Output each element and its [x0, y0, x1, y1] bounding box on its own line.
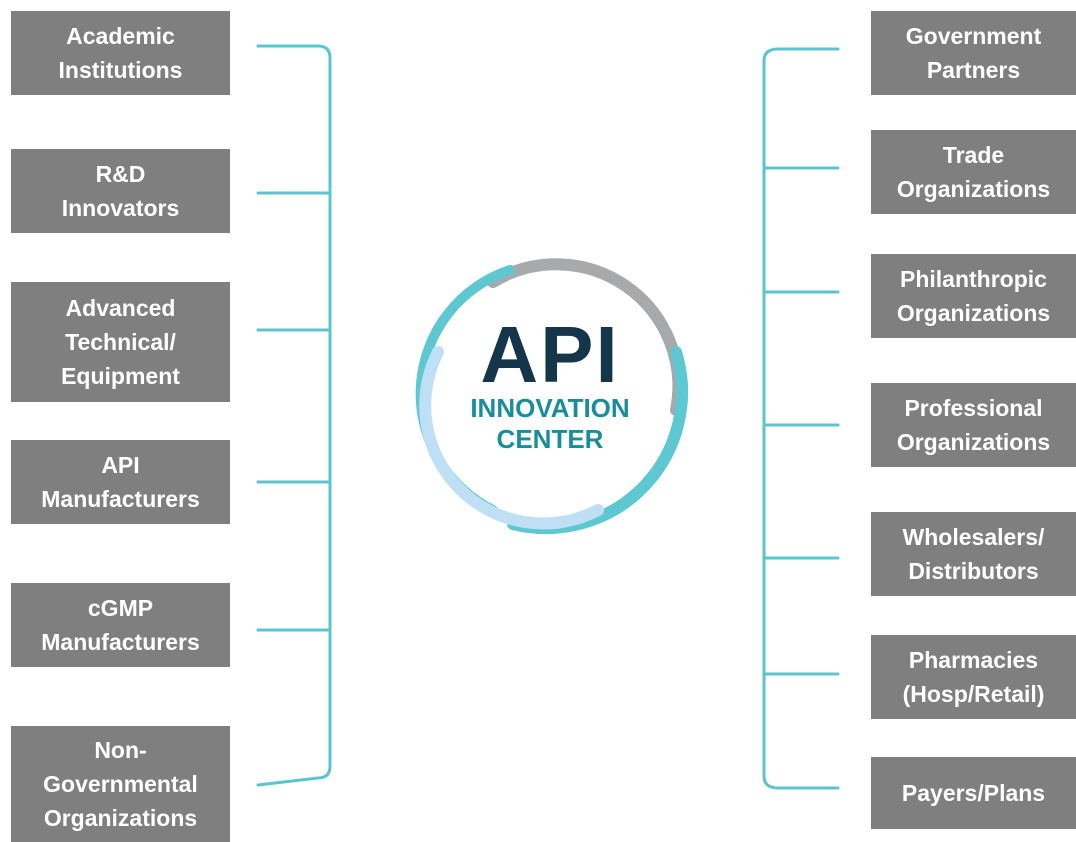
- box-label-line: Innovators: [61, 195, 180, 221]
- box-label-line: Advanced: [65, 295, 176, 321]
- box-label-line: Academic: [66, 23, 175, 49]
- box-pharmacies: Pharmacies (Hosp/Retail): [871, 635, 1076, 719]
- box-label-line: R&D: [95, 161, 146, 187]
- box-wholesalers-distributors: Wholesalers/Distributors: [871, 512, 1076, 596]
- box-label-line: Organizations: [43, 805, 198, 831]
- box-api-manufacturers: API Manufacturers: [11, 440, 230, 524]
- box-label-line: Professional: [904, 395, 1043, 421]
- box-label-line: Wholesalers/: [902, 524, 1045, 550]
- box-payers-plans: Payers/Plans: [871, 757, 1076, 829]
- box-label-line: Distributors: [908, 558, 1039, 584]
- logo-title: API: [480, 310, 619, 399]
- box-label-line: (Hosp/Retail): [902, 681, 1045, 707]
- box-label-line: API: [101, 452, 140, 478]
- box-label-line: Manufacturers: [41, 629, 200, 655]
- box-label-line: Organizations: [896, 176, 1051, 202]
- box-label-line: Pharmacies: [908, 647, 1039, 673]
- logo-subtitle-2: CENTER: [497, 424, 604, 454]
- logo-ring-light: [419, 346, 604, 530]
- box-label-line: Organizations: [896, 429, 1051, 455]
- box-label-line: Institutions: [58, 57, 183, 83]
- box-label-line: Technical/: [65, 329, 176, 355]
- logo-subtitle-1: INNOVATION: [470, 393, 629, 423]
- box-label-line: Manufacturers: [41, 486, 200, 512]
- box-label-line: Non-: [94, 737, 147, 763]
- box-label-line: cGMP: [87, 595, 154, 621]
- right-bracket-line: [762, 47, 840, 790]
- box-label-line: Equipment: [61, 363, 180, 389]
- box-label-line: Government: [905, 23, 1042, 49]
- box-cgmp-manufacturers: cGMP Manufacturers: [11, 583, 230, 667]
- api-innovation-center-logo: API INNOVATION CENTER: [415, 258, 689, 534]
- box-rd-innovators: R&D Innovators: [11, 149, 230, 233]
- box-label-line: Organizations: [896, 300, 1051, 326]
- left-bracket-line: [256, 44, 332, 787]
- box-label-line: Trade: [942, 142, 1005, 168]
- box-label-line: Philanthropic: [900, 266, 1047, 292]
- box-label-line: Governmental: [43, 771, 198, 797]
- box-label-line: Payers/Plans: [901, 780, 1046, 806]
- box-label-line: Partners: [926, 57, 1021, 83]
